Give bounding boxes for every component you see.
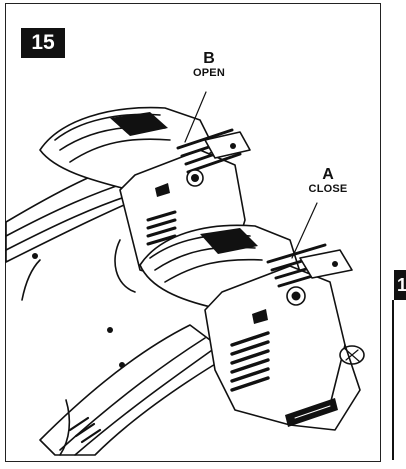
next-figure-frame-edge — [392, 300, 394, 460]
callout-close-letter: A — [322, 166, 334, 183]
callout-leader-lines — [184, 91, 318, 259]
callout-open-leader — [184, 91, 207, 143]
next-figure-number: 16 — [397, 275, 406, 295]
callout-close: A CLOSE — [298, 166, 358, 196]
figure-number: 15 — [31, 31, 55, 54]
next-figure-badge: 16 — [394, 270, 406, 300]
lower-blower-engine — [39, 224, 365, 456]
figure-number-badge: 15 — [21, 28, 65, 58]
callout-close-leader — [291, 202, 318, 259]
callout-close-label: CLOSE — [308, 183, 348, 195]
callout-open-letter: B — [203, 50, 215, 67]
callout-open-label: OPEN — [193, 67, 225, 79]
callout-open: B OPEN — [184, 50, 234, 80]
